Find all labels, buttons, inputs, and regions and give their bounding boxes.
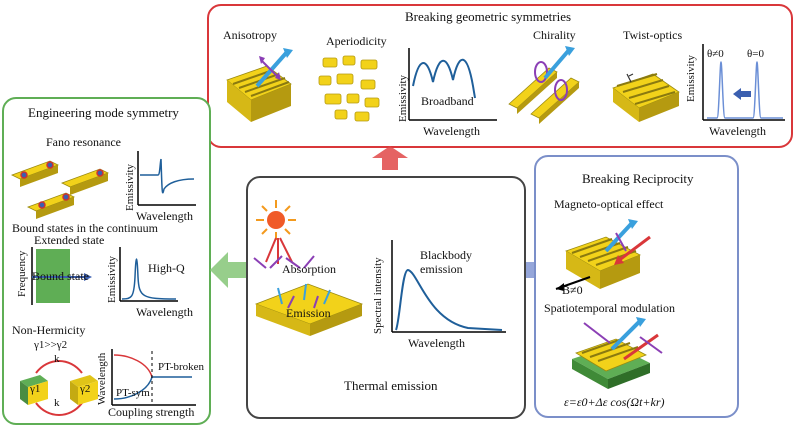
coupling-strength-label: Coupling strength <box>108 405 195 419</box>
pt-symmetry-plot <box>111 349 196 406</box>
blackbody-label: Blackbody <box>420 248 472 262</box>
emissivity-axis-label: Emissivity <box>124 163 136 211</box>
emission-label: Emission <box>286 306 331 320</box>
mode-symmetry-panel: Engineering mode symmetry Fano resonance… <box>2 97 211 425</box>
gamma2-label: γ2 <box>80 383 91 395</box>
aperiodic-blocks <box>318 55 380 122</box>
aperiodicity-label: Aperiodicity <box>326 34 387 48</box>
twist-emissivity-plot <box>702 44 785 121</box>
left-arrow <box>210 252 246 288</box>
spectral-intensity-axis-label: Spectral intensity <box>372 257 384 334</box>
geometric-symmetry-panel: Breaking geometric symmetries Anisotropy… <box>207 4 793 148</box>
absorption-arrows-icon <box>253 237 315 269</box>
sun-icon <box>256 200 296 240</box>
fano-plot <box>137 151 196 206</box>
pt-broken-label: PT-broken <box>158 361 205 373</box>
extended-state-label: Extended state <box>34 233 105 247</box>
b-field-label: B≠0 <box>562 283 583 297</box>
anisotropy-label: Anisotropy <box>223 28 277 42</box>
gamma1-label: γ1 <box>30 383 41 395</box>
bic-plot <box>119 247 178 302</box>
spatiotemporal-label: Spatiotemporal modulation <box>544 301 675 315</box>
bic-band-diagram <box>31 247 92 305</box>
modulation-formula: ε=ε0+Δε cos(Ωt+kr) <box>564 395 665 409</box>
coupling-k-top: k <box>54 353 60 365</box>
wavelength-axis-label: Wavelength <box>136 209 194 223</box>
thermal-emission-caption: Thermal emission <box>344 378 438 393</box>
emissivity-axis-label: Emissivity <box>685 54 697 102</box>
spatiotemporal-grating <box>572 317 663 389</box>
broadband-plot <box>408 48 497 121</box>
magneto-optical-label: Magneto-optical effect <box>554 197 664 211</box>
twisted-gratings <box>612 73 680 122</box>
coupling-k-bottom: k <box>54 397 60 409</box>
magneto-grating <box>555 219 651 291</box>
anisotropy-grating <box>226 48 293 122</box>
panel-title: Breaking Reciprocity <box>582 171 694 186</box>
emitter-slab <box>254 283 364 336</box>
gamma-relation-label: γ1>>γ2 <box>34 339 68 351</box>
theta-eq-label: θ=0 <box>747 48 764 60</box>
non-hermicity-label: Non-Hermicity <box>12 323 86 337</box>
coupled-resonators <box>20 360 98 416</box>
blackbody-emission-label: emission <box>420 262 463 276</box>
broadband-label: Broadband <box>421 94 474 108</box>
wavelength-axis-label: Wavelength <box>423 124 481 138</box>
panel-title: Breaking geometric symmetries <box>405 9 572 24</box>
pt-sym-label: PT-sym <box>116 387 150 399</box>
emissivity-axis-label: Emissivity <box>397 74 409 122</box>
wavelength-axis-label: Wavelength <box>408 336 466 350</box>
chiral-structure <box>508 46 580 124</box>
twist-optics-label: Twist-optics <box>623 28 683 42</box>
wavelength-axis-label: Wavelength <box>709 124 767 138</box>
bic-label: Bound states in the continuum <box>12 221 158 235</box>
fano-structure <box>10 160 110 219</box>
bound-state-label: Bound state <box>32 269 89 283</box>
absorption-label: Absorption <box>282 262 336 276</box>
wavelength-axis-label: Wavelength <box>96 352 108 405</box>
chirality-label: Chirality <box>533 28 576 42</box>
up-arrow <box>372 146 408 170</box>
blackbody-plot <box>391 240 506 333</box>
thermal-emission-panel: Absorption Emission Spectral intensity B… <box>246 176 526 419</box>
theta-neq-label: θ≠0 <box>707 48 724 60</box>
frequency-axis-label: Frequency <box>16 250 28 297</box>
wavelength-axis-label: Wavelength <box>136 305 194 319</box>
panel-title: Engineering mode symmetry <box>28 105 179 120</box>
reciprocity-panel: Breaking Reciprocity Magneto-optical eff… <box>534 155 739 418</box>
high-q-label: High-Q <box>148 261 185 275</box>
emissivity-axis-label: Emissivity <box>106 255 118 303</box>
fano-label: Fano resonance <box>46 135 121 149</box>
